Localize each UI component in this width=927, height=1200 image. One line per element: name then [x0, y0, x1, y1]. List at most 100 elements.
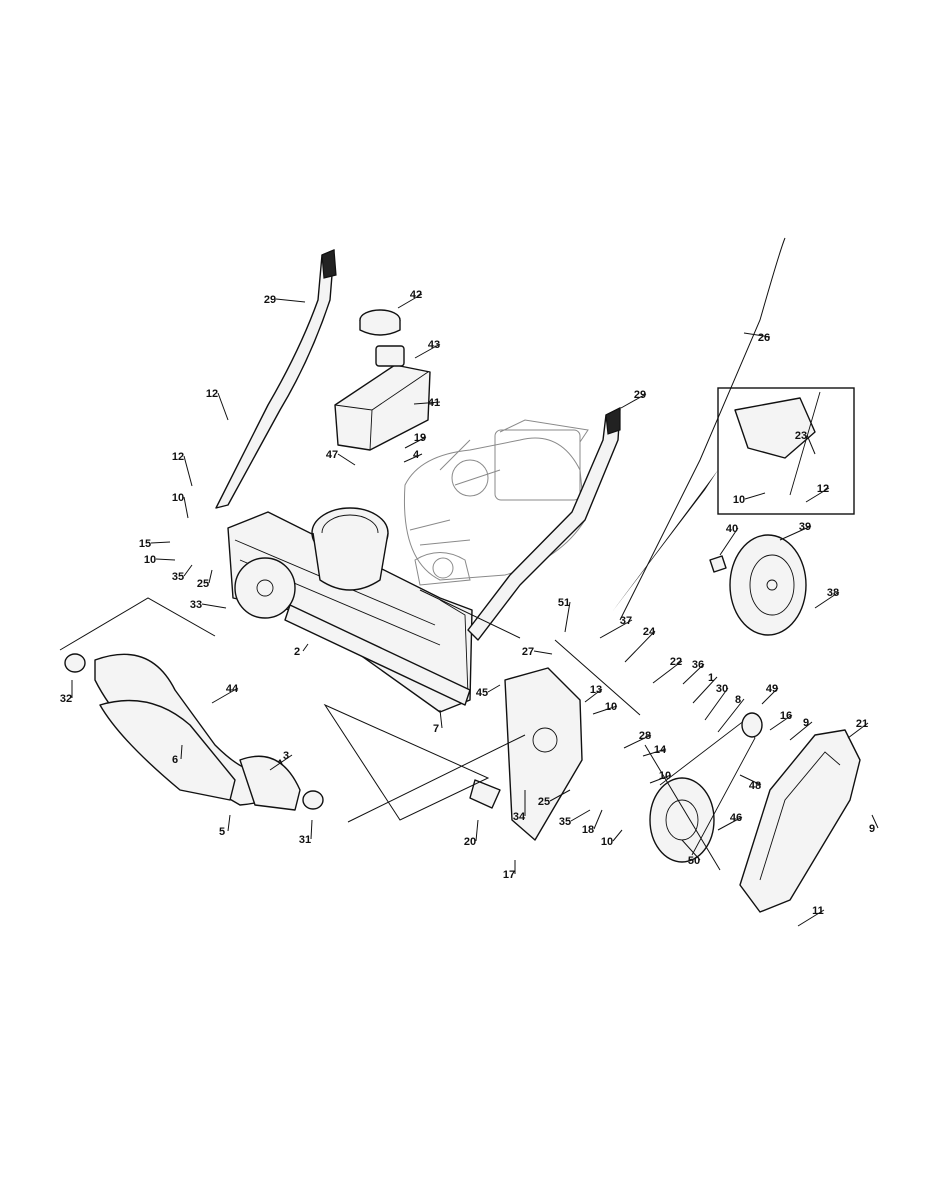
callout-label: 21	[856, 718, 868, 730]
callout-22: 22	[652, 656, 683, 684]
callout-label: 3	[283, 750, 289, 762]
leader-line	[475, 819, 479, 842]
callout-21: 21	[847, 718, 869, 739]
callout-33: 33	[190, 599, 227, 611]
belt-cover	[739, 729, 861, 913]
callout-label: 1	[708, 672, 714, 684]
callout-label: 12	[206, 388, 218, 400]
leader-line	[612, 829, 623, 842]
callout-13: 13	[584, 684, 603, 703]
callout-12: 12	[805, 483, 830, 503]
callout-label: 30	[716, 683, 728, 695]
callout-label: 25	[538, 796, 550, 808]
leader-line	[789, 721, 813, 741]
leader-line	[217, 392, 229, 421]
leader-line	[652, 660, 683, 684]
callout-label: 42	[410, 289, 422, 301]
callout-label: 5	[219, 826, 225, 838]
callout-20: 20	[464, 819, 479, 848]
callout-40: 40	[719, 523, 739, 556]
callout-label: 10	[601, 836, 613, 848]
callout-7: 7	[433, 709, 443, 735]
leader-line	[337, 453, 356, 466]
callout-label: 34	[513, 811, 526, 823]
leader-line	[769, 714, 793, 731]
leader-line	[487, 684, 501, 693]
callout-label: 49	[766, 683, 778, 695]
callout-label: 16	[780, 710, 792, 722]
callout-label: 36	[692, 659, 704, 671]
assembly-lines	[59, 589, 721, 871]
callout-28: 28	[623, 730, 652, 749]
leader-line	[620, 393, 647, 409]
callout-label: 9	[869, 823, 875, 835]
callout-29: 29	[264, 294, 306, 306]
callout-label: 47	[326, 449, 338, 461]
leader-line	[682, 663, 705, 685]
callout-38: 38	[814, 587, 840, 609]
callout-29: 29	[620, 389, 647, 409]
callout-23: 23	[795, 430, 816, 455]
callout-19: 19	[404, 432, 427, 449]
leader-line	[593, 809, 603, 830]
callout-label: 13	[590, 684, 602, 696]
leader-line	[403, 453, 423, 463]
leader-line	[717, 816, 743, 831]
callout-25: 25	[538, 789, 571, 808]
leader-line	[183, 455, 193, 487]
belt-drive	[649, 712, 763, 863]
leader-line	[180, 744, 183, 760]
callout-label: 44	[226, 683, 239, 695]
leader-line	[623, 734, 652, 749]
leader-line	[155, 558, 176, 561]
callout-label: 29	[634, 389, 646, 401]
callout-16: 16	[769, 710, 793, 731]
callout-label: 14	[654, 744, 667, 756]
callout-24: 24	[624, 626, 656, 663]
callout-9: 9	[869, 814, 879, 835]
callout-17: 17	[503, 860, 516, 881]
engine-assembly	[403, 419, 589, 586]
callout-label: 10	[172, 492, 184, 504]
leader-line	[779, 525, 812, 541]
callout-label: 40	[726, 523, 738, 535]
fuel-cap	[359, 309, 401, 336]
callout-label: 33	[190, 599, 202, 611]
leader-line	[719, 527, 739, 556]
leader-line	[624, 630, 656, 663]
callout-50: 50	[681, 839, 701, 867]
callout-37: 37	[599, 615, 633, 639]
callout-label: 45	[476, 687, 488, 699]
leader-line	[592, 705, 618, 715]
callout-12: 12	[172, 451, 193, 487]
callout-label: 10	[733, 494, 745, 506]
callout-label: 18	[582, 824, 594, 836]
callout-10: 10	[649, 770, 672, 784]
leader-line	[183, 564, 193, 577]
callout-12: 12	[206, 388, 229, 421]
inset-detail-box	[612, 387, 855, 612]
callout-10: 10	[172, 492, 189, 519]
callout-10: 10	[592, 701, 618, 715]
auger-assembly	[64, 653, 324, 811]
callout-31: 31	[299, 819, 313, 846]
callout-32: 32	[60, 680, 73, 705]
callout-label: 2	[294, 646, 300, 658]
leader-line	[201, 603, 227, 609]
leader-line	[744, 492, 766, 500]
upper-handle-left	[215, 249, 337, 509]
leader-line	[439, 709, 443, 729]
callout-label: 51	[558, 597, 570, 609]
leader-line	[584, 688, 603, 703]
callout-47: 47	[326, 449, 356, 466]
callout-10: 10	[601, 829, 623, 848]
callout-49: 49	[761, 683, 779, 705]
callout-label: 12	[172, 451, 184, 463]
leader-line	[797, 909, 825, 927]
leader-line	[269, 754, 293, 771]
callout-label: 43	[428, 339, 440, 351]
leader-line	[743, 332, 771, 338]
callout-label: 7	[433, 723, 439, 735]
